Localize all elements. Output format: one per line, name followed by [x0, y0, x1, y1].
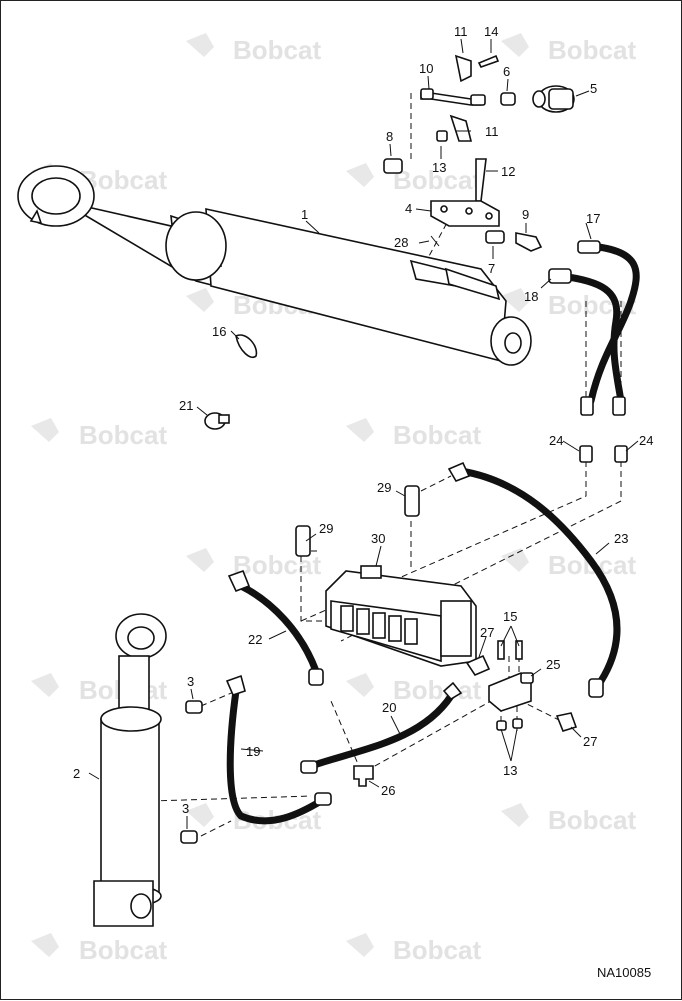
watermark-text: Bobcat	[548, 35, 636, 65]
part-8-fitting	[383, 158, 403, 174]
callout-25: 25	[546, 657, 560, 672]
watermark-2: Bobcat	[501, 33, 636, 65]
part-5-switch	[532, 85, 575, 113]
callout-13-bottom: 13	[503, 763, 517, 778]
part-14-bolt	[477, 54, 500, 68]
watermark-10: Bobcat	[501, 548, 636, 580]
part-19-hose	[225, 674, 332, 825]
part-3-fitting-top	[185, 700, 203, 714]
callout-11-bottom: 11	[485, 124, 499, 139]
callout-8: 8	[386, 129, 393, 144]
part-21-clamp	[204, 412, 230, 430]
callout-4: 4	[405, 201, 412, 216]
callout-3-bottom: 3	[182, 801, 189, 816]
part-22-hose	[227, 569, 324, 686]
part-11-clamp	[449, 54, 473, 142]
part-12-pin	[475, 158, 487, 202]
callout-18: 18	[524, 289, 538, 304]
part-4-block	[430, 200, 500, 227]
part-27-elbow-bottom	[555, 712, 578, 732]
part-24-fitting-left	[579, 445, 593, 463]
watermark-7: Bobcat	[31, 418, 167, 450]
part-18-hose	[548, 268, 626, 416]
part-9-elbow	[515, 232, 543, 252]
watermark-14: Bobcat	[501, 803, 636, 835]
callout-9: 9	[522, 207, 529, 222]
callout-28: 28	[394, 235, 408, 250]
callout-23: 23	[614, 531, 628, 546]
watermark-15: Bobcat	[31, 933, 167, 965]
part-2-cylinder	[93, 613, 167, 927]
part-1-cylinder	[17, 165, 532, 366]
watermark-4: Bobcat	[346, 163, 481, 195]
part-26-tee	[353, 765, 374, 787]
callouts: 1 2 3 3 4 5 6 7 8 9 10 11 11 12 13 13 14…	[73, 24, 653, 816]
watermark-1: Bobcat	[186, 33, 321, 65]
watermark-text: Bobcat	[79, 420, 167, 450]
assembly-lines	[150, 93, 622, 837]
watermark-12: Bobcat	[346, 673, 481, 705]
callout-14: 14	[484, 24, 498, 39]
part-28-pin	[430, 235, 440, 247]
callout-22: 22	[248, 632, 262, 647]
callout-3-top: 3	[187, 674, 194, 689]
callout-17: 17	[586, 211, 600, 226]
callout-6: 6	[503, 64, 510, 79]
part-6-fitting	[500, 92, 516, 106]
callout-2: 2	[73, 766, 80, 781]
part-20-hose	[300, 681, 463, 774]
part-15-bolts	[497, 640, 523, 660]
callout-24-right: 24	[639, 433, 653, 448]
watermark-text: Bobcat	[393, 420, 481, 450]
watermark-text: Bobcat	[393, 165, 481, 195]
watermark-16: Bobcat	[346, 933, 481, 965]
callout-15: 15	[503, 609, 517, 624]
watermark-8: Bobcat	[346, 418, 481, 450]
callout-29-left: 29	[319, 521, 333, 536]
callout-11-top: 11	[454, 24, 468, 39]
part-30-valve	[325, 565, 477, 667]
part-13-nut	[436, 130, 448, 142]
part-16-clip	[235, 334, 258, 358]
drawing-code: NA10085	[597, 965, 651, 980]
callout-30: 30	[371, 531, 385, 546]
part-23-hose	[447, 461, 621, 698]
callout-5: 5	[590, 81, 597, 96]
watermark-6: Bobcat	[501, 288, 636, 320]
part-3-fitting-bottom	[180, 830, 198, 844]
watermark-text: Bobcat	[393, 675, 481, 705]
watermark-layer: Bobcat Bobcat Bobcat Bobcat Bobcat Bobca…	[31, 33, 636, 965]
callout-7: 7	[488, 261, 495, 276]
callout-27-bottom: 27	[583, 734, 597, 749]
callout-16: 16	[212, 324, 226, 339]
callout-26: 26	[381, 783, 395, 798]
callout-13-top: 13	[432, 160, 446, 175]
leader-lines	[88, 38, 639, 829]
part-29-fitting-left	[295, 525, 311, 557]
part-7-fitting	[485, 230, 505, 244]
callout-24-left: 24	[549, 433, 563, 448]
part-25-block	[488, 672, 534, 712]
part-17-hose	[577, 240, 640, 416]
watermark-text: Bobcat	[233, 35, 321, 65]
watermark-text: Bobcat	[79, 935, 167, 965]
callout-27-top: 27	[480, 625, 494, 640]
watermark-text: Bobcat	[548, 805, 636, 835]
part-13-nuts	[496, 718, 523, 731]
part-27-elbow-top	[465, 654, 491, 676]
callout-10: 10	[419, 61, 433, 76]
part-29-fitting-top	[404, 485, 420, 517]
part-24-fitting-right	[614, 445, 628, 463]
callout-12: 12	[501, 164, 515, 179]
callout-19: 19	[246, 744, 260, 759]
watermark-text: Bobcat	[393, 935, 481, 965]
callout-29-top: 29	[377, 480, 391, 495]
callout-20: 20	[382, 700, 396, 715]
part-10-tube	[420, 88, 486, 106]
callout-1: 1	[301, 207, 308, 222]
callout-21: 21	[179, 398, 193, 413]
